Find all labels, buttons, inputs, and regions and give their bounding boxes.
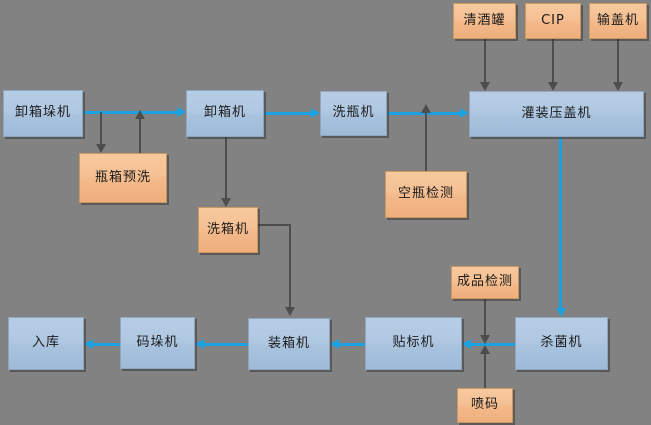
node-label-uncaser: 卸箱机	[203, 105, 246, 121]
edge-cap-feeder-to-filler	[617, 39, 619, 83]
node-label-pasteurizer: 杀菌机	[540, 335, 583, 351]
edge-case-prewash-to-uncaser	[139, 118, 141, 154]
node-pasteurizer[interactable]: 杀菌机	[515, 317, 608, 370]
node-case-packer[interactable]: 装箱机	[248, 318, 330, 370]
edge-bright-beer-tank-to-filler	[484, 39, 486, 83]
node-case-prewash[interactable]: 瓶箱预洗	[79, 153, 167, 203]
edge-inkjet-coder-up	[484, 351, 486, 389]
arrowhead-uncaser-to-case-washer	[221, 198, 231, 207]
node-product-inspection[interactable]: 成品检测	[451, 266, 519, 299]
node-label-cap-feeder: 输盖机	[596, 12, 639, 28]
edge-pasteurizer-to-labeler	[470, 343, 516, 346]
edge-case-washer-to-case-packer-v	[289, 224, 291, 308]
node-cap-feeder[interactable]: 输盖机	[589, 3, 647, 39]
edge-case-packer-to-palletizer	[203, 343, 249, 346]
node-label-case-prewash: 瓶箱预洗	[94, 169, 151, 185]
arrowhead-inkjet-coder	[480, 345, 490, 354]
arrowhead-depalletizer-to-uncaser	[177, 107, 186, 117]
node-palletizer[interactable]: 码垛机	[120, 317, 195, 369]
node-bright-beer-tank[interactable]: 清酒罐	[453, 3, 516, 39]
edge-case-washer-to-case-packer-h	[258, 224, 291, 226]
node-label-case-washer: 洗箱机	[206, 221, 249, 237]
node-label-case-packer: 装箱机	[267, 335, 310, 351]
node-label-bottle-washer: 洗瓶机	[332, 105, 375, 121]
node-cip[interactable]: CIP	[525, 3, 581, 39]
node-warehouse[interactable]: 入库	[8, 317, 84, 370]
edge-depalletizer-to-uncaser	[84, 111, 178, 114]
arrowhead-depalletizer-to-case-prewash	[96, 144, 106, 153]
node-label-bright-beer-tank: 清酒罐	[463, 12, 506, 28]
edge-depalletizer-to-case-prewash	[100, 112, 102, 145]
arrowhead-case-prewash-to-uncaser	[135, 110, 145, 119]
edge-uncaser-to-case-washer	[225, 137, 227, 199]
edge-product-inspection-down	[484, 299, 486, 338]
arrowhead-case-washer-to-case-packer	[285, 307, 295, 316]
node-label-palletizer: 码垛机	[136, 334, 179, 350]
node-bottle-washer[interactable]: 洗瓶机	[320, 91, 387, 136]
arrowhead-product-inspection	[480, 335, 490, 344]
edge-labeler-to-case-packer	[338, 343, 366, 346]
arrowhead-palletizer-to-warehouse	[84, 339, 93, 349]
node-empty-inspection[interactable]: 空瓶检测	[385, 171, 467, 218]
arrowhead-empty-inspection	[421, 104, 431, 113]
node-inkjet-coder[interactable]: 喷码	[457, 388, 513, 423]
arrowhead-pasteurizer-to-labeler	[462, 339, 471, 349]
arrowhead-bright-beer-tank-to-filler	[480, 82, 490, 91]
arrowhead-filler-to-pasteurizer	[556, 308, 566, 317]
edge-cip-to-filler	[552, 39, 554, 83]
edge-palletizer-to-warehouse	[92, 343, 121, 346]
arrowhead-cip-to-filler	[548, 82, 558, 91]
edge-bottle-washer-to-filler	[388, 112, 461, 115]
node-label-labeler: 贴标机	[392, 335, 435, 351]
node-label-product-inspection: 成品检测	[456, 274, 513, 290]
arrowhead-case-packer-to-palletizer	[195, 339, 204, 349]
arrowhead-cap-feeder-to-filler	[613, 82, 623, 91]
edge-empty-inspection-to-line	[425, 112, 427, 172]
node-label-filler-capper: 灌装压盖机	[521, 105, 592, 121]
arrowhead-uncaser-to-bottle-washer	[311, 108, 320, 118]
node-labeler[interactable]: 贴标机	[365, 317, 462, 370]
edge-filler-to-pasteurizer	[559, 137, 562, 310]
node-label-cip: CIP	[541, 12, 565, 28]
arrowhead-labeler-to-case-packer	[330, 339, 339, 349]
node-label-empty-inspection: 空瓶检测	[397, 186, 454, 202]
node-filler-capper[interactable]: 灌装压盖机	[469, 91, 644, 137]
node-label-warehouse: 入库	[31, 335, 60, 351]
node-label-inkjet-coder: 喷码	[470, 397, 499, 413]
node-case-washer[interactable]: 洗箱机	[198, 207, 258, 253]
node-depalletizer[interactable]: 卸箱垛机	[3, 90, 83, 137]
node-label-depalletizer: 卸箱垛机	[14, 105, 71, 121]
node-uncaser[interactable]: 卸箱机	[186, 90, 264, 137]
arrowhead-bottle-washer-to-filler	[460, 108, 469, 118]
edge-uncaser-to-bottle-washer	[265, 112, 312, 115]
